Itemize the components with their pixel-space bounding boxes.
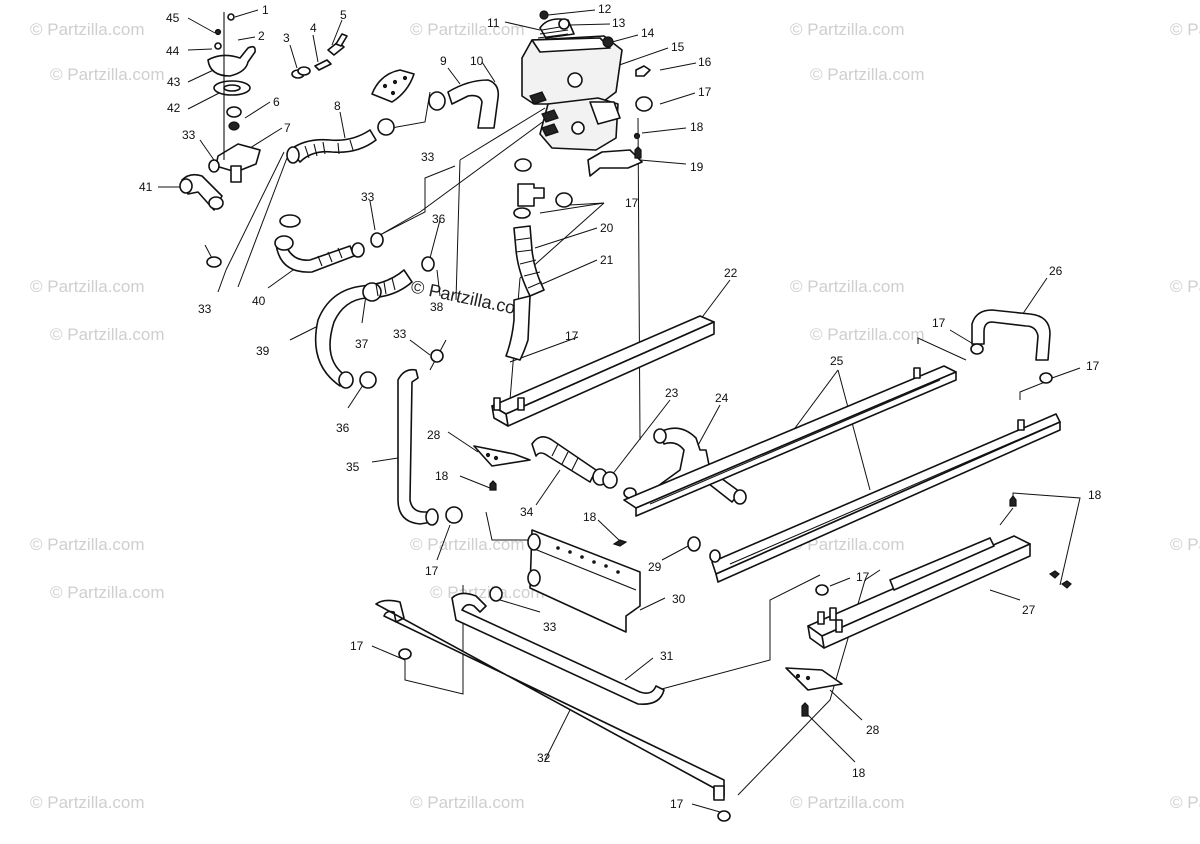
watermark-text: © Partzilla.com: [790, 535, 905, 554]
callout-1: 1: [262, 3, 269, 17]
callout-27: 27: [1022, 603, 1036, 617]
callout-34: 34: [520, 505, 534, 519]
watermark-text: © Partzilla.com: [30, 535, 145, 554]
callout-32: 32: [537, 751, 551, 765]
callout-41: 41: [139, 180, 153, 194]
callout-4: 4: [310, 21, 317, 35]
watermark-text: © Partzilla.com: [1170, 277, 1200, 296]
callout-30: 30: [672, 592, 686, 606]
callout-17-hose26-left: 17: [932, 316, 946, 330]
watermark-text: © Partzilla.com: [50, 65, 165, 84]
watermark-text: © Partzilla.com: [50, 583, 165, 602]
callout-5: 5: [340, 8, 347, 22]
callout-37: 37: [355, 337, 369, 351]
callout-19: 19: [690, 160, 704, 174]
watermark-text: © Partzilla.com: [410, 535, 525, 554]
callout-9: 9: [440, 54, 447, 68]
callout-36-a: 36: [432, 212, 446, 226]
watermark-text: © Partzilla.com: [30, 277, 145, 296]
watermark-text: © Partzilla.com: [1170, 20, 1200, 39]
callout-45: 45: [166, 11, 180, 25]
callout-17-rad27: 17: [856, 570, 870, 584]
callout-12: 12: [598, 2, 612, 16]
callout-23: 23: [665, 386, 679, 400]
callout-6: 6: [273, 95, 280, 109]
watermark-text: © Partzilla.com: [810, 325, 925, 344]
watermark-text: © Partzilla.com: [30, 20, 145, 39]
watermark-text: © Partzilla.com: [790, 277, 905, 296]
callout-33-b: 33: [421, 150, 435, 164]
callout-31: 31: [660, 649, 674, 663]
watermark-text: © Partzilla.com: [790, 793, 905, 812]
callout-42: 42: [167, 101, 181, 115]
callout-33-e: 33: [393, 327, 407, 341]
callout-3: 3: [283, 31, 290, 45]
heat-exchanger-22: [491, 315, 715, 427]
callout-15: 15: [671, 40, 685, 54]
callout-8: 8: [334, 99, 341, 113]
callout-10: 10: [470, 54, 484, 68]
callout-33-c: 33: [361, 190, 375, 204]
callout-17-pipe32: 17: [350, 639, 364, 653]
watermark-text: © Partzilla.com: [790, 20, 905, 39]
callout-17-reservoir: 17: [698, 85, 712, 99]
callout-labels: 1 2 3 4 5 6 7 8 9 10 11 12 13 14 15 16 1…: [139, 2, 1102, 811]
watermark-text: © Partzilla.com: [810, 65, 925, 84]
watermark-text: © Partzilla.com: [430, 583, 545, 602]
callout-20: 20: [600, 221, 614, 235]
watermark-text: © Partzilla.com: [50, 325, 165, 344]
callout-14: 14: [641, 26, 655, 40]
callout-36-b: 36: [336, 421, 350, 435]
callout-11: 11: [487, 16, 500, 30]
callout-17-hose26-right: 17: [1086, 359, 1100, 373]
callout-26: 26: [1049, 264, 1063, 278]
callout-40: 40: [252, 294, 266, 308]
watermark-text: © Partzilla.com: [1170, 793, 1200, 812]
callout-21: 21: [600, 253, 614, 267]
watermark-text: © Partzilla.com: [30, 793, 145, 812]
heat-exchanger-27: [807, 535, 1031, 649]
callout-25: 25: [830, 354, 844, 368]
callout-18-left: 18: [435, 469, 449, 483]
callout-39: 39: [256, 344, 270, 358]
callout-7: 7: [284, 121, 291, 135]
callout-17-radiator: 17: [565, 329, 579, 343]
callout-33-d: 33: [198, 302, 212, 316]
callout-38: 38: [430, 300, 444, 314]
callout-18-reservoir: 18: [690, 120, 704, 134]
callout-17-fittings: 17: [625, 196, 639, 210]
callout-33-a: 33: [182, 128, 196, 142]
callout-17-clamp: 17: [425, 564, 439, 578]
callout-33-f: 33: [543, 620, 557, 634]
callout-18-bottom: 18: [852, 766, 866, 780]
watermark-layer: © Partzilla.com © Partzilla.com © Partzi…: [30, 20, 1200, 812]
callout-16: 16: [698, 55, 712, 69]
watermark-text: © Partzilla.com: [410, 793, 525, 812]
callout-28-right: 28: [866, 723, 880, 737]
callout-18-middle: 18: [583, 510, 597, 524]
callout-22: 22: [724, 266, 738, 280]
watermark-text: © Partzilla.com: [1170, 535, 1200, 554]
callout-35: 35: [346, 460, 360, 474]
callout-18-right: 18: [1088, 488, 1102, 502]
watermark-text: © Partzilla.com: [410, 20, 525, 39]
coolant-reservoir: [521, 10, 651, 151]
callout-44: 44: [166, 44, 180, 58]
callout-43: 43: [167, 75, 181, 89]
callout-17-bottom: 17: [670, 797, 684, 811]
callout-13: 13: [612, 16, 626, 30]
callout-24: 24: [715, 391, 729, 405]
callout-28-left: 28: [427, 428, 441, 442]
callout-2: 2: [258, 29, 265, 43]
callout-29: 29: [648, 560, 662, 574]
parts-layer: [179, 10, 1072, 822]
